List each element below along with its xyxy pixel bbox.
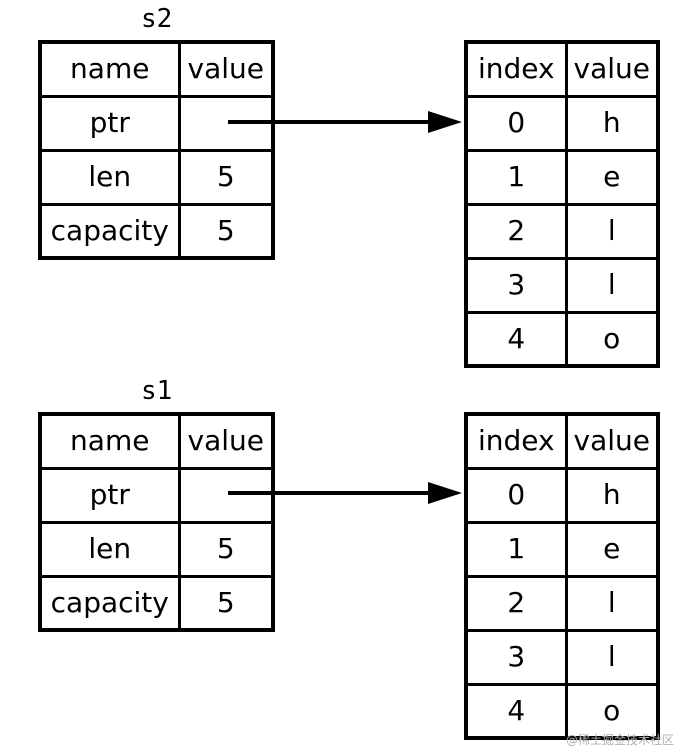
column-header-name: name — [38, 412, 181, 470]
byte-value-cell: o — [564, 310, 660, 368]
arrowhead-icon — [428, 111, 462, 133]
heap-buffer-table-bottom: index value 0 h 1 e 2 l 3 l 4 o — [464, 412, 660, 740]
byte-value-cell: l — [564, 256, 660, 314]
column-header-index: index — [464, 40, 568, 98]
heap-row: 2 l — [464, 574, 660, 632]
index-cell: 3 — [464, 256, 568, 314]
pointer-cell — [177, 466, 275, 524]
field-name-cell: len — [38, 520, 181, 578]
byte-value-cell: l — [564, 628, 660, 686]
heap-row: 3 l — [464, 628, 660, 686]
struct-row-capacity: capacity 5 — [38, 202, 275, 260]
heap-buffer-table-top: index value 0 h 1 e 2 l 3 l 4 o — [464, 40, 660, 368]
heap-row: 1 e — [464, 148, 660, 206]
field-name-cell: capacity — [38, 574, 181, 632]
column-header-name: name — [38, 40, 181, 98]
struct-row-ptr: ptr — [38, 466, 275, 524]
struct-row-capacity: capacity 5 — [38, 574, 275, 632]
heap-row: 3 l — [464, 256, 660, 314]
string-struct-table-s1: name value ptr len 5 capacity 5 — [38, 412, 275, 632]
struct-row-ptr: ptr — [38, 94, 275, 152]
field-name-cell: capacity — [38, 202, 181, 260]
heap-row: 0 h — [464, 466, 660, 524]
index-cell: 1 — [464, 148, 568, 206]
field-name-cell: ptr — [38, 466, 181, 524]
field-value-cell: 5 — [177, 202, 275, 260]
column-header-value: value — [177, 412, 275, 470]
byte-value-cell: e — [564, 520, 660, 578]
column-header-index: index — [464, 412, 568, 470]
heap-row: 4 o — [464, 682, 660, 740]
column-header-value: value — [564, 40, 660, 98]
index-cell: 2 — [464, 202, 568, 260]
byte-value-cell: l — [564, 202, 660, 260]
heap-row: 2 l — [464, 202, 660, 260]
byte-value-cell: o — [564, 682, 660, 740]
column-header-value: value — [177, 40, 275, 98]
field-value-cell: 5 — [177, 148, 275, 206]
watermark: @稀土掘金技术社区 — [565, 733, 674, 747]
field-name-cell: len — [38, 148, 181, 206]
field-value-cell: 5 — [177, 520, 275, 578]
byte-value-cell: e — [564, 148, 660, 206]
heap-row: 4 o — [464, 310, 660, 368]
variable-label-s1: s1 — [141, 376, 173, 406]
table-header-row: index value — [464, 40, 660, 98]
index-cell: 4 — [464, 682, 568, 740]
table-header-row: index value — [464, 412, 660, 470]
index-cell: 1 — [464, 520, 568, 578]
index-cell: 2 — [464, 574, 568, 632]
index-cell: 3 — [464, 628, 568, 686]
index-cell: 0 — [464, 94, 568, 152]
index-cell: 0 — [464, 466, 568, 524]
byte-value-cell: h — [564, 466, 660, 524]
field-name-cell: ptr — [38, 94, 181, 152]
string-struct-table-s2: name value ptr len 5 capacity 5 — [38, 40, 275, 260]
heap-row: 1 e — [464, 520, 660, 578]
column-header-value: value — [564, 412, 660, 470]
pointer-cell — [177, 94, 275, 152]
struct-row-len: len 5 — [38, 148, 275, 206]
struct-row-len: len 5 — [38, 520, 275, 578]
table-header-row: name value — [38, 412, 275, 470]
variable-label-s2: s2 — [141, 4, 173, 34]
byte-value-cell: l — [564, 574, 660, 632]
heap-row: 0 h — [464, 94, 660, 152]
table-header-row: name value — [38, 40, 275, 98]
byte-value-cell: h — [564, 94, 660, 152]
arrowhead-icon — [428, 482, 462, 504]
index-cell: 4 — [464, 310, 568, 368]
field-value-cell: 5 — [177, 574, 275, 632]
